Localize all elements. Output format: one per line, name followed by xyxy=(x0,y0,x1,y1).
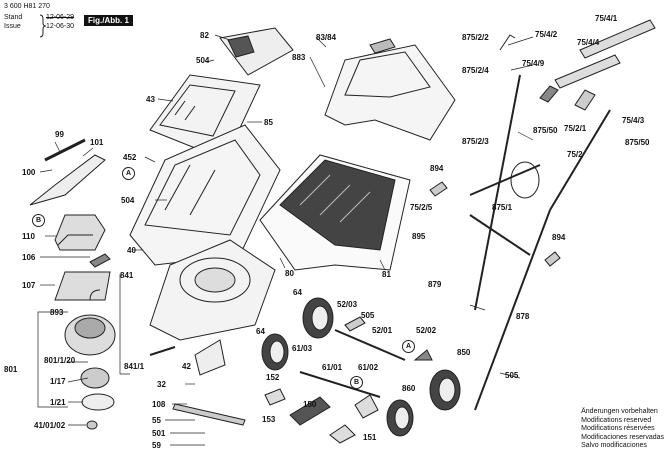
handle-bars-shape xyxy=(469,74,611,411)
label-32: 32 xyxy=(157,380,166,389)
label-879: 879 xyxy=(428,280,442,289)
main-housing-shape xyxy=(129,124,281,266)
label-504b: 504 xyxy=(121,196,135,205)
grass-box-shape xyxy=(259,154,411,271)
motor-assembly-shape xyxy=(64,289,116,430)
label-107: 107 xyxy=(22,281,36,290)
label-81: 81 xyxy=(382,270,391,279)
label-894b: 894 xyxy=(552,233,566,242)
label-895: 895 xyxy=(412,232,426,241)
label-41-01-02: 41/01/02 xyxy=(34,421,66,430)
label-153: 153 xyxy=(262,415,276,424)
issue-label: Issue xyxy=(4,23,21,30)
grass-box-lid-shape xyxy=(324,38,456,141)
label-860: 860 xyxy=(402,384,416,393)
label-52-01: 52/01 xyxy=(372,326,393,335)
label-150: 150 xyxy=(303,400,317,409)
label-875-2-4: 875/2/4 xyxy=(462,66,489,75)
note-line: Modificaciones reservadas xyxy=(581,433,664,441)
label-841: 841 xyxy=(120,271,134,280)
label-61-03: 61/03 xyxy=(292,344,313,353)
label-875-1: 875/1 xyxy=(492,203,513,212)
label-61-02: 61/02 xyxy=(358,363,379,372)
label-75-2-5: 75/2/5 xyxy=(410,203,433,212)
label-504: 504 xyxy=(196,56,210,65)
label-59: 59 xyxy=(152,441,161,450)
label-875-2-3: 875/2/3 xyxy=(462,137,489,146)
label-43: 43 xyxy=(146,95,155,104)
label-75-4-2: 75/4/2 xyxy=(535,30,558,39)
issue-date: 12-06-30 xyxy=(46,23,75,30)
label-61-01: 61/01 xyxy=(322,363,343,372)
label-501: 501 xyxy=(152,429,166,438)
label-894a: 894 xyxy=(430,164,444,173)
label-64b: 64 xyxy=(256,327,265,336)
label-101: 101 xyxy=(90,138,104,147)
label-801-1-20: 801/1/20 xyxy=(44,356,76,365)
label-64a: 64 xyxy=(293,288,302,297)
label-85: 85 xyxy=(264,118,273,127)
figure-label: Fig./Abb. 1 xyxy=(84,15,133,26)
leader-lines xyxy=(37,34,534,446)
label-108: 108 xyxy=(152,400,166,409)
label-850: 850 xyxy=(457,348,471,357)
label-505b: 505 xyxy=(505,371,519,380)
label-80: 80 xyxy=(285,269,294,278)
label-1-21: 1/21 xyxy=(50,398,66,407)
note-line: Salvo modificaciones xyxy=(581,442,647,449)
label-99: 99 xyxy=(55,130,64,139)
note-line: Änderungen vorbehalten xyxy=(581,408,658,415)
ref-circle-a: A xyxy=(122,167,135,180)
label-1-17: 1/17 xyxy=(50,377,66,386)
label-151: 151 xyxy=(363,433,377,442)
label-875-50b: 875/50 xyxy=(625,138,650,147)
label-42: 42 xyxy=(182,362,191,371)
note-line: Modifications réservées xyxy=(581,425,655,432)
note-line: Modifications reserved xyxy=(581,416,652,424)
label-505a: 505 xyxy=(361,311,375,320)
ref-circle-b: B xyxy=(32,214,45,227)
ref-circle-b2: B xyxy=(350,376,363,389)
part-number: 3 600 H81 270 xyxy=(4,3,50,10)
label-52-03: 52/03 xyxy=(337,300,358,309)
mower-deck-shape xyxy=(149,239,276,341)
label-75-2: 75/2 xyxy=(567,150,583,159)
stand-label: Stand xyxy=(4,14,23,21)
label-875-2-2: 875/2/2 xyxy=(462,33,489,42)
label-841-1: 841/1 xyxy=(124,362,145,371)
label-75-4-4: 75/4/4 xyxy=(577,38,600,47)
label-152: 152 xyxy=(266,373,280,382)
label-52-02: 52/02 xyxy=(416,326,437,335)
label-75-4-1: 75/4/1 xyxy=(595,14,618,23)
label-875-50a: 875/50 xyxy=(533,126,558,135)
stand-date: 12-06-29 xyxy=(46,14,75,21)
label-110: 110 xyxy=(22,232,35,241)
label-75-4-3: 75/4/3 xyxy=(622,116,645,125)
label-82: 82 xyxy=(200,31,209,40)
ref-circle-a2: A xyxy=(402,340,415,353)
label-883: 883 xyxy=(292,53,306,62)
wheel-shape xyxy=(261,297,461,437)
label-452: 452 xyxy=(123,153,137,162)
label-878: 878 xyxy=(516,312,530,321)
label-100: 100 xyxy=(22,168,36,177)
label-893: 893 xyxy=(50,308,64,317)
control-panel-cover-shape xyxy=(219,27,294,76)
label-75-2-1: 75/2/1 xyxy=(564,124,587,133)
label-55: 55 xyxy=(152,416,161,425)
label-106: 106 xyxy=(22,253,36,262)
modification-notes: Änderungen vorbehalten Modifications res… xyxy=(581,408,664,451)
label-40: 40 xyxy=(127,246,136,255)
label-75-4-9: 75/4/9 xyxy=(522,59,545,68)
label-83-84: 83/84 xyxy=(316,33,337,42)
label-801: 801 xyxy=(4,365,18,374)
